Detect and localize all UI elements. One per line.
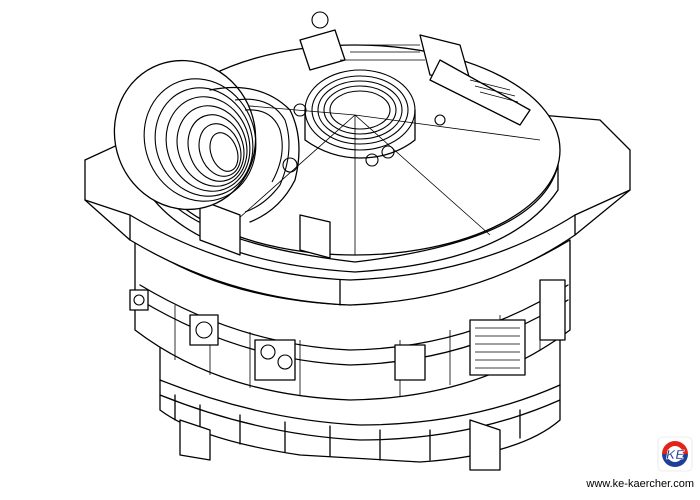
furnace-shell <box>129 239 571 401</box>
cooling-coil-panel <box>113 59 307 223</box>
logo-text: KE <box>666 447 684 462</box>
website-url[interactable]: www.ke-kaercher.com <box>586 478 694 490</box>
ke-logo: KE <box>657 436 693 472</box>
